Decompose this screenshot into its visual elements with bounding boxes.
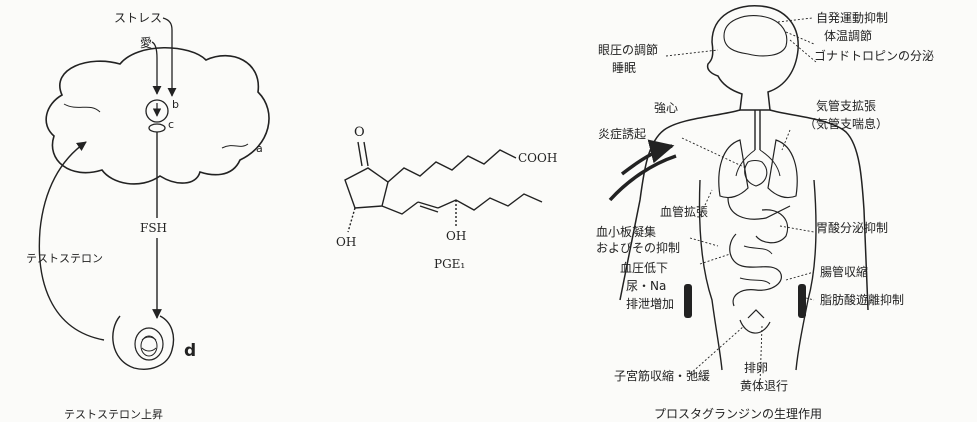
love-label: 愛 xyxy=(140,36,152,50)
label-temperature: 体温調節 xyxy=(824,28,872,43)
label-blood-pressure: 眼圧の調節 xyxy=(598,42,658,57)
torso-outline xyxy=(619,109,869,311)
label-d: d xyxy=(184,341,196,361)
label-spontaneous: 自発運動抑制 xyxy=(816,10,888,25)
label-lipolysis: 脂肪酸遊離抑制 xyxy=(820,292,904,307)
pge1-structure xyxy=(344,141,543,233)
feedback-arrow xyxy=(38,141,105,341)
label-asthma: （気管支喘息） xyxy=(804,116,888,131)
label-urine: 尿・Na xyxy=(626,279,666,293)
hormone-feedback-diagram: ストレス 愛 b c a FSH テストステロン d テストステロン上昇 xyxy=(26,11,270,421)
pge1-caption: PGE₁ xyxy=(434,257,465,271)
label-sleep: 睡眠 xyxy=(612,61,636,75)
left-caption: テストステロン上昇 xyxy=(64,408,163,421)
oh-ring-label: OH xyxy=(336,235,356,249)
label-hypotension: 血圧低下 xyxy=(620,261,668,275)
label-inflammation: 炎症誘起 xyxy=(598,126,646,141)
oh-chain-label: OH xyxy=(446,229,466,243)
label-bronchodilation: 気管支拡張 xyxy=(816,98,876,113)
label-c: c xyxy=(168,118,174,131)
right-caption: プロスタグランジンの生理作用 xyxy=(654,407,822,421)
cooh-label: COOH xyxy=(518,151,557,165)
label-platelet-2: およびその抑制 xyxy=(596,240,680,255)
label-intestine: 腸管収縮 xyxy=(820,264,868,279)
label-excretion: 排泄増加 xyxy=(626,297,674,311)
label-vasodilation: 血管拡張 xyxy=(660,204,708,219)
leader-lines xyxy=(665,17,817,385)
label-gonadotropin: ゴナドトロピンの分泌 xyxy=(814,48,934,63)
label-ovulation-1: 排卵 xyxy=(744,361,768,375)
label-b: b xyxy=(172,98,179,111)
stress-label: ストレス xyxy=(114,11,162,25)
label-ovulation-2: 黄体退行 xyxy=(740,379,788,393)
effect-labels: 眼圧の調節 睡眠 自発運動抑制 体温調節 ゴナドトロピンの分泌 強心 炎症誘起 … xyxy=(596,10,934,421)
label-gastric: 胃酸分泌抑制 xyxy=(816,220,888,235)
head-outline xyxy=(706,5,799,111)
carbonyl-o: O xyxy=(354,125,365,140)
gonad-outline xyxy=(112,315,175,370)
pge1-labels: O COOH OH OH PGE₁ xyxy=(336,125,557,271)
body-figure xyxy=(608,5,869,371)
label-a: a xyxy=(256,142,263,155)
pituitary xyxy=(148,123,166,133)
testosterone-label: テストステロン xyxy=(26,252,103,265)
label-cardiac: 強心 xyxy=(654,101,678,115)
brain-outline xyxy=(45,46,270,185)
hypothalamus-circle xyxy=(145,99,169,123)
fsh-label: FSH xyxy=(140,221,167,235)
label-platelet-1: 血小板凝集 xyxy=(596,224,656,239)
label-uterus: 子宮筋収縮・弛緩 xyxy=(614,368,710,383)
